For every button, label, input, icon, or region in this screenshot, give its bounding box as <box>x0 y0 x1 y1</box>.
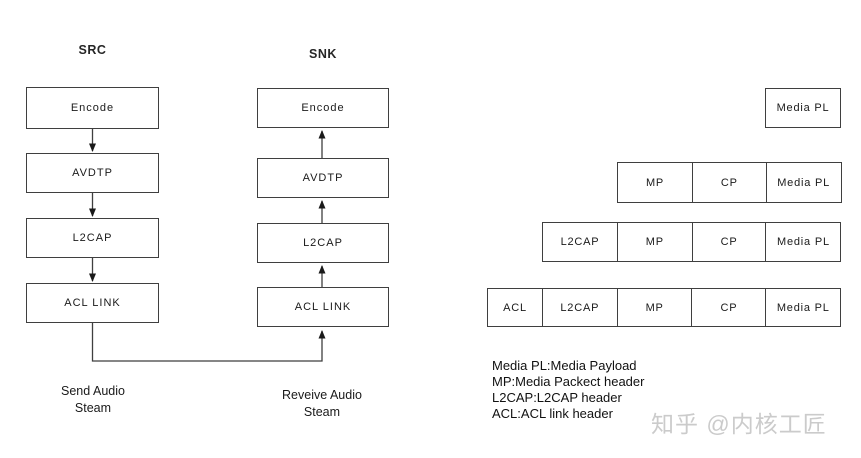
packet-row-1: Media PL <box>765 88 841 128</box>
packet-cell-cp: CP <box>691 288 767 327</box>
packet-cell-media-pl: Media PL <box>765 162 842 203</box>
src-caption-line2: Steam <box>74 400 112 415</box>
snk-caption-line2: Steam <box>303 404 341 419</box>
legend-line-mp: MP:Media Packect header <box>492 374 645 389</box>
snk-box-acl-link: ACL LINK <box>257 287 389 327</box>
legend-line-acl: ACL:ACL link header <box>492 406 613 421</box>
snk-caption-line1: Reveive Audio <box>282 388 362 402</box>
snk-box-acl-link-label: ACL LINK <box>294 301 352 313</box>
src-box-l2cap-label: L2CAP <box>72 232 113 244</box>
src-box-avdtp: AVDTP <box>26 153 159 193</box>
packet-cell-l2cap: L2CAP <box>542 222 618 262</box>
snk-box-encode: Encode <box>257 88 389 128</box>
src-caption: Send Audio Steam <box>13 383 173 416</box>
snk-box-encode-label: Encode <box>301 102 345 114</box>
src-box-encode: Encode <box>26 87 159 129</box>
packet-cell-media-pl: Media PL <box>765 88 841 128</box>
packet-cell-cp: CP <box>691 222 767 262</box>
snk-caption: Reveive Audio Steam <box>242 387 402 420</box>
src-box-avdtp-label: AVDTP <box>72 167 113 179</box>
packet-cell-l2cap: L2CAP <box>541 288 618 327</box>
packet-cell-mp: MP <box>616 288 693 327</box>
packet-cell-media-pl: Media PL <box>765 288 842 327</box>
packet-cell-acl: ACL <box>487 288 543 327</box>
packet-row-3: L2CAP MP CP Media PL <box>542 222 842 262</box>
snk-title: SNK <box>309 47 337 61</box>
legend: Media PL:Media Payload MP:Media Packect … <box>492 358 644 422</box>
legend-line-media-pl: Media PL:Media Payload <box>492 358 637 373</box>
snk-box-avdtp: AVDTP <box>257 158 389 198</box>
src-box-acl-link-label: ACL LINK <box>64 297 121 309</box>
src-box-l2cap: L2CAP <box>26 218 159 258</box>
packet-row-4: ACL L2CAP MP CP Media PL <box>487 288 842 327</box>
legend-line-l2cap: L2CAP:L2CAP header <box>492 390 622 405</box>
packet-cell-media-pl: Media PL <box>765 222 842 262</box>
src-box-acl-link: ACL LINK <box>26 283 159 323</box>
packet-row-2: MP CP Media PL <box>617 162 842 203</box>
snk-box-avdtp-label: AVDTP <box>302 172 344 184</box>
src-title: SRC <box>78 43 107 57</box>
packet-cell-cp: CP <box>691 162 767 203</box>
src-box-encode-label: Encode <box>70 102 115 114</box>
src-caption-line1: Send Audio <box>61 384 125 398</box>
zhihu-watermark: 知乎 @内核工匠 <box>651 411 827 437</box>
packet-cell-mp: MP <box>617 162 693 203</box>
snk-box-l2cap-label: L2CAP <box>303 237 343 249</box>
snk-box-l2cap: L2CAP <box>257 223 389 263</box>
packet-cell-mp: MP <box>616 222 693 262</box>
